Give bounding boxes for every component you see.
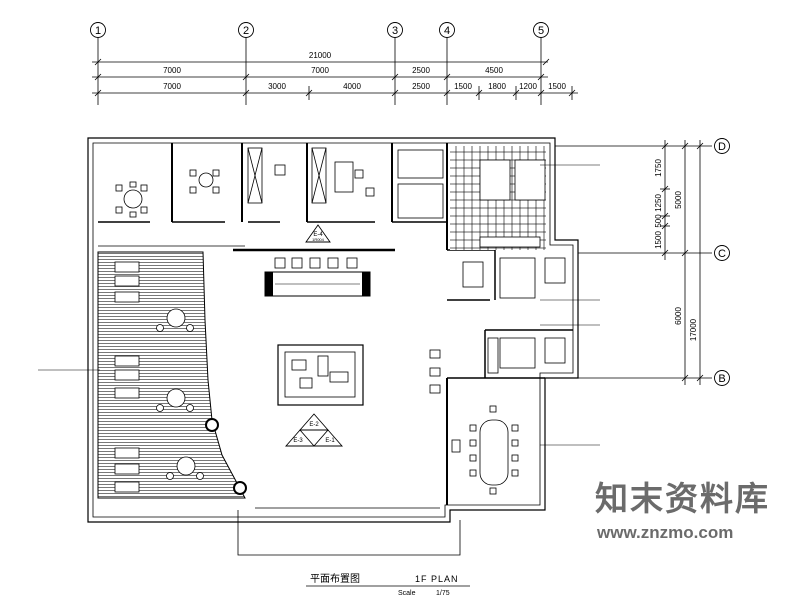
watermark-cn: 知末资料库 [595, 479, 770, 518]
dim-row2: 4000 [343, 82, 361, 91]
dim-row2: 3000 [268, 82, 286, 91]
top-dimension-lines [92, 38, 578, 105]
dim-row2: 2500 [412, 82, 430, 91]
central-display [277, 344, 364, 406]
dim-row2: 1200 [519, 82, 537, 91]
grid-label: 3 [392, 25, 398, 37]
grid-bubble-3: 3 [387, 22, 403, 38]
grid-label: 4 [444, 25, 450, 37]
grid-label: D [718, 141, 726, 153]
title-en: 1F PLAN [415, 574, 459, 584]
deck-furniture [114, 261, 247, 495]
meeting-room-2 [189, 169, 220, 194]
grid-label: B [718, 373, 725, 385]
title-cn: 平面布置图 [310, 573, 360, 585]
dim-row1: 2500 [412, 66, 430, 75]
scale-label: Scale [398, 590, 416, 597]
reception-area [233, 248, 395, 297]
dim-row2: 1500 [548, 82, 566, 91]
svg-text:1R004: 1R004 [312, 237, 325, 242]
section-mark-cluster: E-2 E-3 E-1 [285, 413, 343, 447]
watermark-url: www.znzmo.com [596, 523, 733, 542]
dim-right: 17000 [689, 318, 698, 341]
boardroom-table [451, 405, 519, 495]
grid-bubble-2: 2 [238, 22, 254, 38]
office-furniture [247, 147, 375, 204]
drawing-title: 平面布置图 1F PLAN Scale 1/75 [306, 573, 470, 597]
dim-right: 1500 [654, 231, 663, 249]
dim-right: 6000 [674, 307, 683, 325]
building-walls [87, 137, 579, 523]
dim-right: 500 [654, 214, 663, 228]
grid-label: 5 [538, 25, 544, 37]
grid-label: 2 [243, 25, 249, 37]
dim-row1: 4500 [485, 66, 503, 75]
svg-text:E-3: E-3 [293, 438, 303, 444]
grid-label: C [718, 248, 726, 260]
dim-overall: 21000 [309, 51, 332, 60]
watermark: 知末资料库 www.znzmo.com [580, 460, 790, 550]
grid-bubble-c: C [714, 245, 730, 261]
dim-row1: 7000 [311, 66, 329, 75]
svg-text:E-2: E-2 [309, 422, 319, 428]
grid-bubble-5: 5 [533, 22, 549, 38]
dim-row1: 7000 [163, 66, 181, 75]
dim-row2: 1500 [454, 82, 472, 91]
right-dimension-lines [555, 140, 712, 385]
grid-bubble-b: B [714, 370, 730, 386]
grid-bubble-4: 4 [439, 22, 455, 38]
grid-bubble-1: 1 [90, 22, 106, 38]
scale-value: 1/75 [436, 590, 450, 597]
leader-lines [38, 164, 600, 446]
grid-label: 1 [95, 25, 101, 37]
meeting-room-round-table [115, 181, 148, 218]
dim-right: 5000 [674, 191, 683, 209]
dim-right: 1750 [654, 159, 663, 177]
entrance [237, 507, 461, 556]
restroom-fixtures [397, 149, 546, 248]
dim-right: 1250 [654, 194, 663, 212]
dim-row2: 7000 [163, 82, 181, 91]
section-mark-e4: E-4 1R004 [305, 224, 331, 243]
dim-row2: 1800 [488, 82, 506, 91]
right-office-furniture [429, 257, 566, 394]
svg-text:E-4: E-4 [313, 232, 323, 238]
svg-text:E-1: E-1 [325, 438, 335, 444]
grid-bubble-d: D [714, 138, 730, 154]
